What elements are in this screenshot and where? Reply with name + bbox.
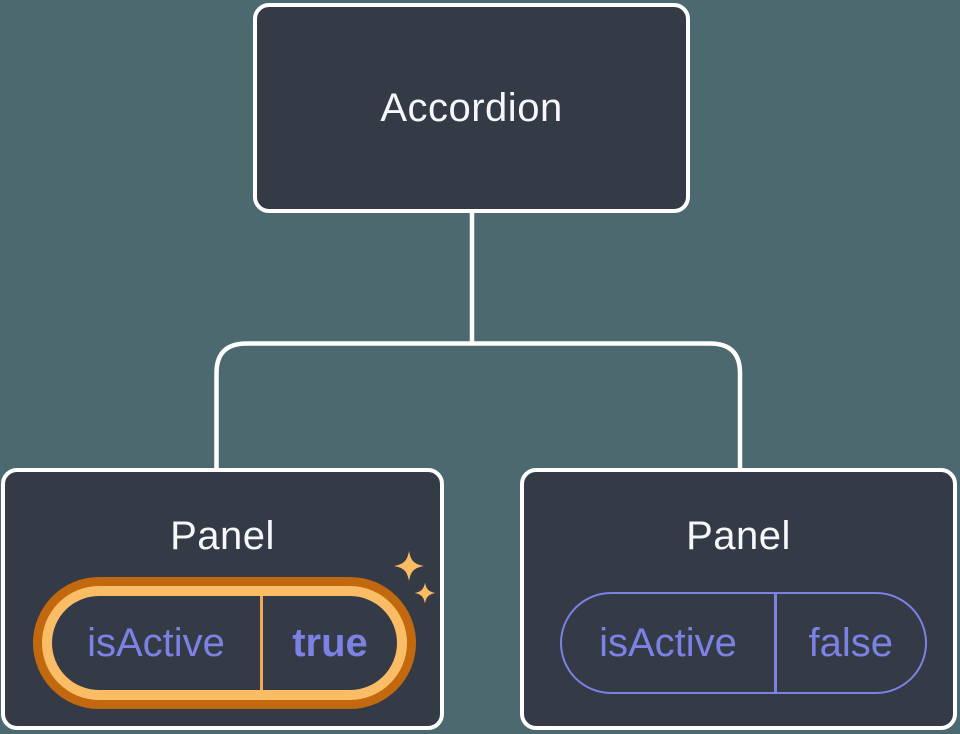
sparkle-icon-small xyxy=(414,582,436,604)
panel-node-inactive: Panel isActive false xyxy=(520,468,957,730)
highlight-ring-outer: isActive true xyxy=(33,577,416,709)
highlight-ring-inner: isActive true xyxy=(42,586,407,700)
panel-node-active: Panel isActive true xyxy=(1,468,444,730)
prop-pill-active: isActive true xyxy=(52,596,397,690)
prop-name-label: isActive xyxy=(87,620,225,665)
panel-node-label: Panel xyxy=(686,514,791,558)
panel-node-label: Panel xyxy=(170,514,275,558)
sparkle-icon-large xyxy=(394,551,424,581)
accordion-node: Accordion xyxy=(253,3,690,213)
prop-name-label: isActive xyxy=(599,620,737,665)
accordion-node-label: Accordion xyxy=(380,86,563,130)
prop-pill-inactive: isActive false xyxy=(560,592,927,694)
connector-branch xyxy=(214,341,743,470)
pill-divider xyxy=(260,596,263,690)
pill-divider xyxy=(774,594,777,692)
sparkle-icon xyxy=(394,551,436,604)
prop-value-label: true xyxy=(292,620,368,665)
prop-value-label: false xyxy=(808,620,894,665)
